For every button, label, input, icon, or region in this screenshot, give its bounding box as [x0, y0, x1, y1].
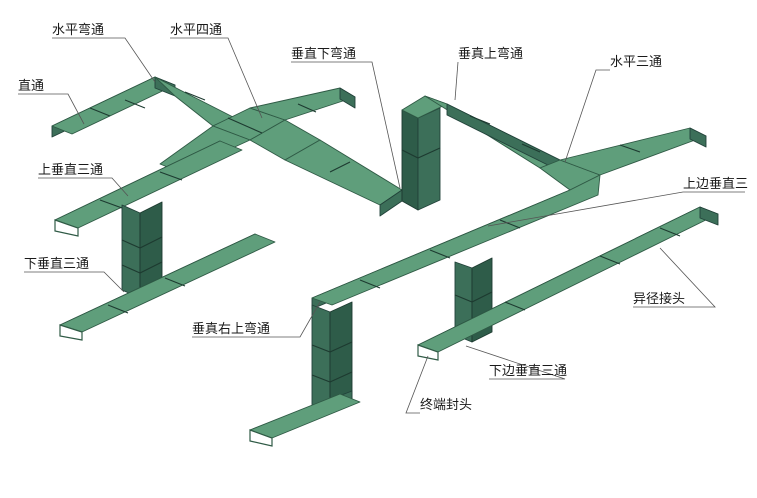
- label-vertical-up-elbow: 垂真上弯通: [458, 46, 523, 62]
- leader-horizontal-tee: [564, 69, 610, 163]
- leader-vertical-right-up-elbow: [192, 301, 321, 338]
- label-upper-vertical-tee: 上垂直三通: [38, 163, 103, 178]
- leader-upper-side-vertical-tee: [487, 191, 745, 227]
- label-reducer: 异径接头: [633, 291, 685, 307]
- upper-tee-run: [54, 140, 243, 237]
- vertical-up-elbow-run: [424, 95, 707, 191]
- label-lower-vertical-tee: 下垂直三通: [24, 257, 89, 272]
- top-left-run: [51, 76, 234, 138]
- leader-vertical-down-elbow: [291, 61, 401, 189]
- label-lower-side-vertical-tee: 下边垂直三通: [489, 364, 567, 379]
- label-end-cap: 终端封头: [420, 397, 472, 413]
- label-horizontal-elbow: 水平弯通: [52, 22, 104, 38]
- leader-upper-vertical-tee: [38, 177, 129, 197]
- right-up-elbow-column: [249, 301, 361, 447]
- labels: 水平弯通 水平四通 垂直下弯通 垂真上弯通 水平三通 直通 上垂直三通 上边垂直…: [18, 22, 748, 413]
- leader-lower-side-vertical-tee: [465, 345, 566, 380]
- label-vertical-right-up-elbow: 垂真右上弯通: [192, 321, 270, 337]
- leader-end-cap: [405, 355, 429, 414]
- vertical-down-elbow: [284, 95, 448, 217]
- label-vertical-down-elbow: 垂直下弯通: [291, 46, 356, 62]
- lower-side-tee-run: [417, 206, 719, 361]
- leader-reducer: [633, 247, 716, 308]
- lower-tee-run: [59, 233, 276, 341]
- leader-lines: [18, 37, 745, 414]
- label-straight: 直通: [18, 79, 44, 94]
- leader-horizontal-cross: [170, 37, 263, 119]
- upper-tee-column: [121, 201, 163, 299]
- leader-lower-vertical-tee: [24, 271, 125, 293]
- leader-horizontal-elbow: [52, 37, 156, 83]
- leader-vertical-up-elbow: [454, 61, 459, 101]
- label-horizontal-cross: 水平四通: [170, 23, 222, 38]
- label-upper-side-vertical-tee: 上边垂直三: [683, 177, 748, 192]
- label-horizontal-tee: 水平三通: [610, 55, 662, 70]
- tray-structure: [51, 76, 719, 447]
- leader-straight: [18, 93, 85, 125]
